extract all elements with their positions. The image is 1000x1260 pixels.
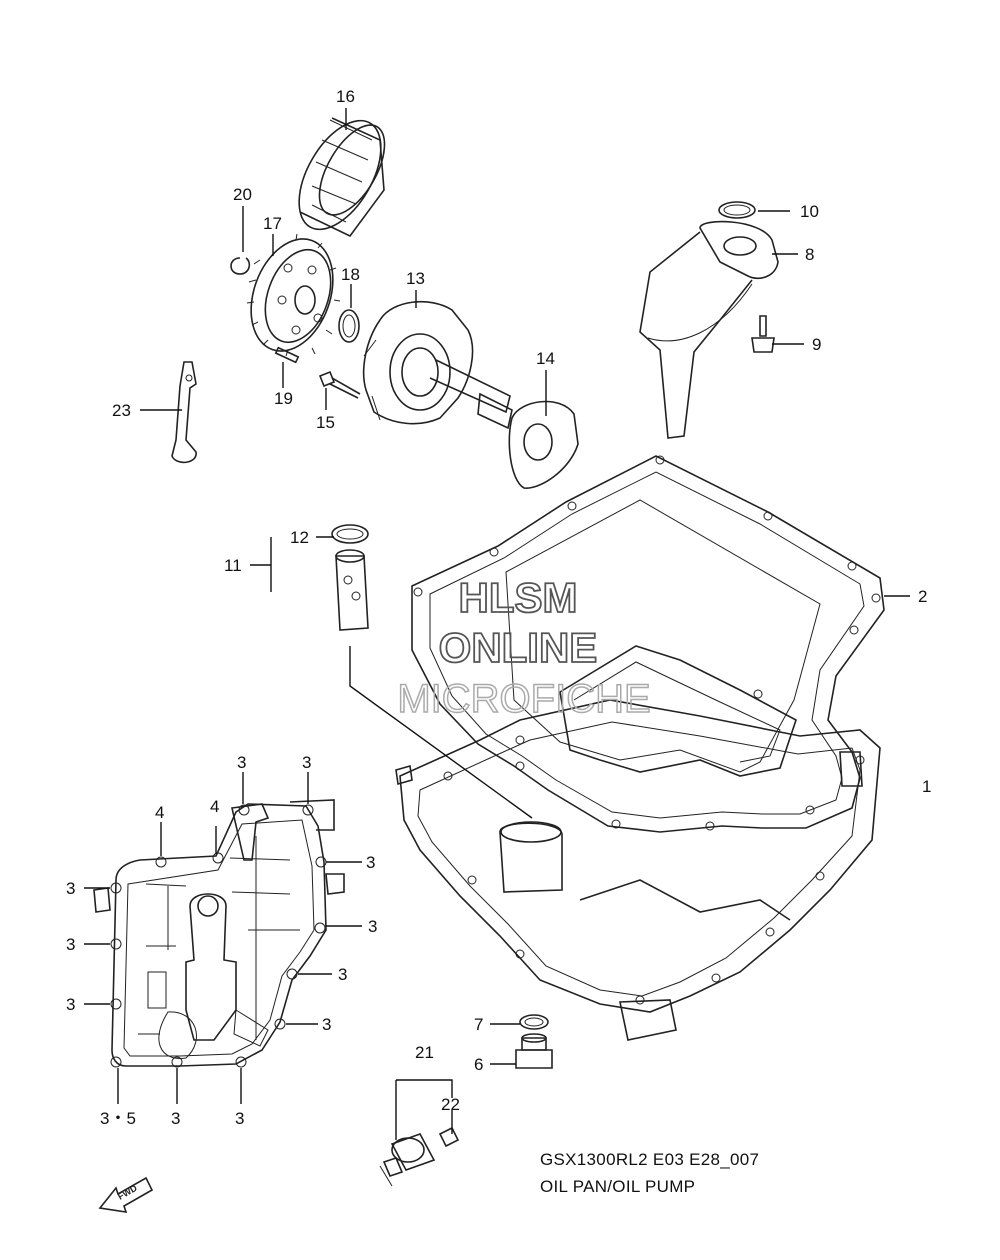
callout-17: 17 bbox=[263, 214, 282, 233]
part-6-drain-plug bbox=[515, 1033, 553, 1069]
callout-4a: 4 bbox=[155, 803, 164, 822]
diagram-code: GSX1300RL2 E03 E28_007 bbox=[540, 1150, 760, 1169]
part-13-oil-pump bbox=[362, 300, 513, 430]
part-12-o-ring bbox=[331, 524, 369, 544]
callout-14: 14 bbox=[536, 349, 555, 368]
diagram-title: OIL PAN/OIL PUMP bbox=[540, 1177, 696, 1196]
callout-1: 1 bbox=[922, 777, 931, 796]
callout-11: 11 bbox=[224, 556, 242, 575]
callout-3a: 3 bbox=[237, 753, 246, 772]
callout-21: 21 bbox=[415, 1043, 434, 1062]
callout-labels: 16 20 17 18 13 14 19 15 23 10 8 9 2 1 12… bbox=[66, 87, 931, 1128]
callout-13: 13 bbox=[406, 269, 425, 288]
callout-2: 2 bbox=[918, 587, 927, 606]
callout-8: 8 bbox=[805, 245, 814, 264]
callout-12: 12 bbox=[290, 528, 309, 547]
part-18-washer bbox=[338, 309, 360, 343]
leader-lines bbox=[84, 108, 910, 1140]
part-7-gasket bbox=[519, 1014, 549, 1030]
callout-3i: 3 bbox=[322, 1015, 331, 1034]
part-1-oil-pan bbox=[395, 645, 881, 1041]
callout-6: 6 bbox=[474, 1055, 483, 1074]
callout-3h: 3 bbox=[66, 995, 75, 1014]
callout-23: 23 bbox=[112, 401, 131, 420]
part-10-o-ring bbox=[718, 201, 756, 219]
watermark: HLSM ONLINE MICROFICHE bbox=[397, 573, 652, 722]
watermark-line3: MICROFICHE bbox=[397, 677, 650, 721]
callout-3j: 3 bbox=[171, 1109, 180, 1128]
callout-3g: 3 bbox=[338, 965, 347, 984]
callout-4b: 4 bbox=[210, 797, 219, 816]
part-9-bolt bbox=[751, 315, 775, 353]
part-23-bracket bbox=[171, 361, 197, 464]
watermark-line2: ONLINE bbox=[439, 624, 598, 671]
callout-3-5: 3・5 bbox=[100, 1109, 136, 1128]
part-21-oil-pressure-switch bbox=[379, 1133, 436, 1187]
callout-3b: 3 bbox=[302, 753, 311, 772]
callout-9: 9 bbox=[812, 335, 821, 354]
watermark-line1: HLSM bbox=[459, 574, 578, 621]
part-11-pipe bbox=[335, 549, 369, 631]
part-17-sprocket bbox=[246, 233, 341, 357]
callout-19: 19 bbox=[274, 389, 293, 408]
part-22-bolt bbox=[438, 1126, 460, 1148]
callout-15: 15 bbox=[316, 413, 335, 432]
callout-20: 20 bbox=[233, 185, 252, 204]
callout-3f: 3 bbox=[66, 935, 75, 954]
forward-arrow-icon: FWD bbox=[98, 1176, 154, 1213]
callout-18: 18 bbox=[341, 265, 360, 284]
part-8-oil-strainer bbox=[639, 220, 779, 439]
callout-7: 7 bbox=[474, 1015, 483, 1034]
part-15-bolt bbox=[318, 370, 361, 399]
callout-3d: 3 bbox=[66, 879, 75, 898]
callout-16: 16 bbox=[336, 87, 355, 106]
callout-3e: 3 bbox=[368, 917, 377, 936]
part-20-circlip bbox=[230, 257, 251, 275]
callout-3c: 3 bbox=[366, 853, 375, 872]
oil-pan-cover bbox=[93, 799, 345, 1068]
callout-10: 10 bbox=[800, 202, 819, 221]
callout-3k: 3 bbox=[235, 1109, 244, 1128]
part-19-pin bbox=[274, 346, 300, 364]
part-16-driven-gear bbox=[298, 117, 386, 238]
callout-22: 22 bbox=[441, 1095, 460, 1114]
part-14-gasket bbox=[508, 400, 579, 489]
